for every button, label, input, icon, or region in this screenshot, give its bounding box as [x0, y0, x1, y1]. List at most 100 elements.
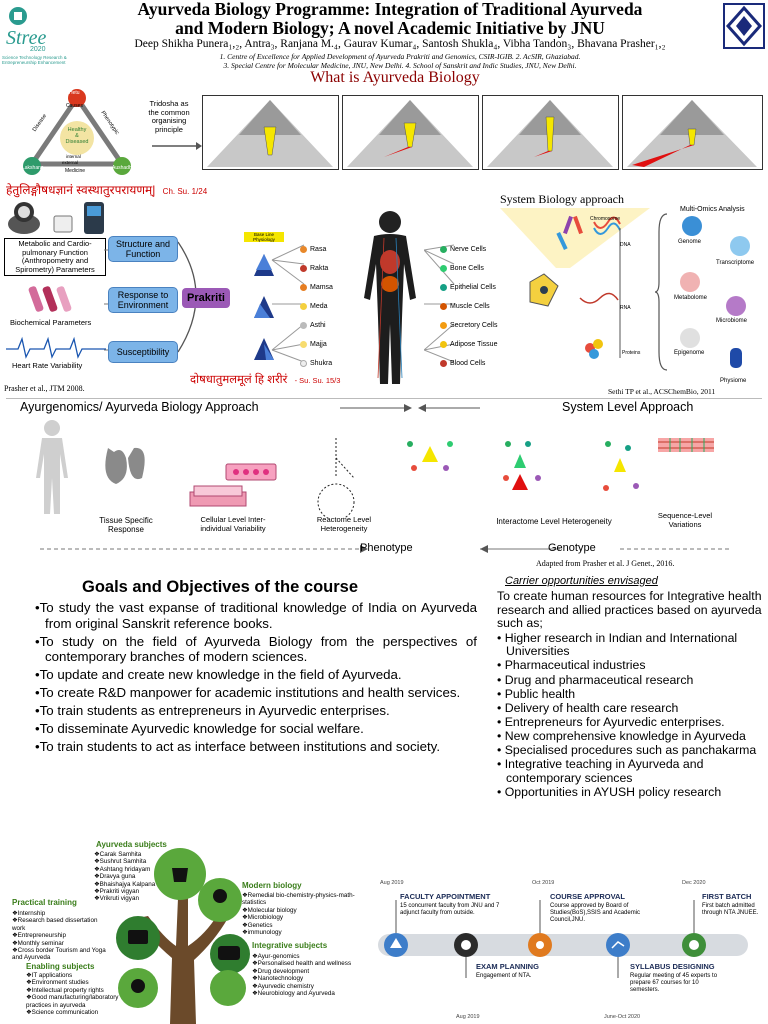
tree-item: ❖Vrikruti vigyan	[94, 895, 139, 903]
level-illustrations	[30, 418, 730, 518]
dhatu-row: Shukra	[300, 354, 340, 373]
career-item: • Higher research in Indian and Internat…	[497, 630, 738, 659]
approach-left-label: Ayurgenomics/ Ayurveda Biology Approach	[20, 400, 259, 414]
goal-item: •To train students as entrepreneurs in A…	[35, 703, 390, 718]
level-tissue: Tissue Specific Response	[99, 516, 153, 534]
systems-biology-title: System Biology approach	[500, 192, 624, 206]
tree-item: ❖Genetics	[242, 921, 273, 929]
dhatu-label: Shukra	[310, 360, 333, 367]
timeline-title: SYLLABUS DESIGNING	[630, 962, 715, 971]
biochem-label: Biochemical Parameters	[10, 318, 92, 327]
hrv-label: Heart Rate Variability	[12, 361, 83, 370]
approach-divider	[6, 398, 762, 399]
cycle-center: Healthy & Diseased	[58, 127, 96, 145]
mol-proteins: Proteins	[622, 350, 641, 356]
ref-left: Prasher et al., JTM 2008.	[4, 384, 85, 393]
goal-item: •To train students to act as interface b…	[35, 739, 441, 754]
dhatu-list: Rasa Rakta Mamsa Meda Asthi Majja Shukra	[300, 240, 340, 373]
timeline-date: Aug 2019	[456, 1014, 480, 1020]
cycle-bottom-mid: Medicine	[65, 168, 86, 174]
tree-item: ❖IT applications	[26, 972, 73, 979]
goals-list: •To study the vast expanse of traditiona…	[35, 600, 477, 757]
tridosha-arrow	[152, 140, 202, 152]
dhatu-label: Rasa	[310, 246, 327, 253]
tree-item: ❖immunology	[242, 929, 282, 937]
timeline-date: Aug 2019	[380, 880, 404, 886]
poster-title: Ayurveda Biology Programme: Integration …	[70, 0, 710, 38]
box-susceptibility: Susceptibility	[108, 341, 178, 363]
tree-item: ❖Bhaishajya Kalpana	[94, 880, 156, 888]
stree-logo-year: 2020	[30, 46, 46, 53]
approach-right-label: System Level Approach	[562, 400, 694, 414]
omics-microbiome: Microbiome	[716, 318, 748, 324]
ecg-icon	[6, 335, 106, 359]
timeline-text: Regular meeting of 45 experts to prepare…	[630, 973, 718, 993]
tree-item: ❖Intellectual property rights	[26, 986, 104, 994]
curriculum-tree	[108, 838, 258, 1024]
ayurveda-subjects-list: ❖Carak Samhita ❖Sushrut Samhita ❖Ashtang…	[94, 851, 174, 903]
timeline-title: EXAM PLANNING	[476, 962, 539, 971]
cycle-top-sublabel: Causes	[66, 103, 83, 109]
timeline-text: Engagement of NTA.	[476, 973, 532, 979]
tridosha-triangles	[202, 95, 764, 175]
ayurveda-subjects-title: Ayurveda subjects	[96, 840, 167, 849]
timeline-date: June-Oct 2020	[604, 1014, 641, 1020]
adapted-ref: Adapted from Prasher et al. J Genet., 20…	[536, 559, 675, 568]
career-item: • Entrepreneurs for Ayurvedic enterprise…	[497, 714, 725, 729]
tree-item: ❖Good manufacturing/laboratory practices…	[26, 994, 119, 1009]
tree-item: ❖Carak Samhita	[94, 851, 142, 858]
cell-label: Nerve Cells	[450, 246, 487, 253]
jnu-logo	[722, 2, 766, 50]
sanskrit-verse-1-text: हेतुलिङ्गौषधज्ञानं स्वस्थातुरपरायणम्|	[6, 183, 156, 197]
cycle-center-2: &	[75, 133, 79, 139]
mol-dna: DNA	[620, 242, 631, 248]
tree-item: ❖Personalised health and wellness	[252, 960, 352, 968]
goals-title: Goals and Objectives of the course	[82, 578, 358, 596]
ref-right: Sethi TP et al., ACSChemBio, 2011	[608, 387, 716, 396]
level-reactome: Reactome Level Heterogeneity	[316, 515, 372, 533]
tree-item: ❖Sushrut Samhita	[94, 858, 147, 866]
timeline-text: 15 concurrent faculty from JNU and 7 adj…	[400, 903, 500, 916]
phenotype-genotype-axis	[40, 540, 740, 560]
timeline-title: FIRST BATCH	[702, 892, 752, 901]
career-list: • Higher research in Indian and Internat…	[497, 630, 762, 800]
cell-label: Epithelial Cells	[450, 284, 496, 291]
career-item: • Integrative teaching in Ayurveda and c…	[497, 757, 704, 785]
dhatu-row: Asthi	[300, 316, 340, 335]
system-biology-funnel	[500, 208, 650, 378]
cell-row: Muscle Cells	[440, 297, 500, 316]
timeline-text: First batch admitted through NTA JNUEE.	[702, 903, 759, 916]
enabling-subjects-list: ❖IT applications ❖Environment studies ❖I…	[26, 972, 144, 1016]
integrative-subjects-title: Integrative subjects	[252, 941, 328, 950]
cell-row: Epithelial Cells	[440, 278, 500, 297]
tree-item: ❖Ashtang hridayam	[94, 865, 151, 873]
dhatu-label: Rakta	[310, 265, 329, 272]
tree-item: ❖Entrepreneurship	[12, 932, 66, 940]
cell-row: Blood Cells	[440, 354, 500, 373]
device-icons	[4, 198, 110, 238]
tree-item: ❖Research based dissertation work	[12, 917, 98, 932]
hetu-cycle-diagram	[2, 86, 152, 178]
modern-biology-title: Modern biology	[242, 881, 302, 890]
practical-training-title: Practical training	[12, 898, 77, 907]
dhatu-label: Asthi	[310, 322, 326, 329]
mol-chromosome: Chromosome	[590, 216, 621, 222]
cell-label: Muscle Cells	[450, 303, 490, 310]
level-sequence: Sequence-Level Variations	[657, 511, 713, 529]
timeline-text: Course approved by Board of Studies(BoS)…	[550, 903, 641, 923]
dhatu-row: Rasa	[300, 240, 340, 259]
cell-label: Secretory Cells	[450, 322, 498, 329]
dhatu-label: Mamsa	[310, 284, 333, 291]
cycle-center-1: Healthy	[67, 127, 87, 133]
omics-metabolome: Metabolome	[674, 295, 708, 301]
dhatu-row: Mamsa	[300, 278, 340, 297]
sanskrit-verse-1-ref: Ch. Su. 1/24	[162, 187, 208, 196]
timeline-title: COURSE APPROVAL	[550, 892, 626, 901]
box-structure-function: Structure and Function	[108, 236, 178, 262]
section-title-what-is: What is Ayurveda Biology	[310, 69, 480, 86]
svg-text:Stree: Stree	[6, 27, 46, 49]
goal-item: •To disseminate Ayurvedic knowledge for …	[35, 721, 364, 736]
brace	[655, 212, 669, 372]
sanskrit-verse-2: दोषधातुमलमूलं हि शरीरं - Su. Su. 15/3	[190, 372, 340, 387]
affiliations: 1. Centre of Excellence for Applied Deve…	[110, 52, 690, 70]
